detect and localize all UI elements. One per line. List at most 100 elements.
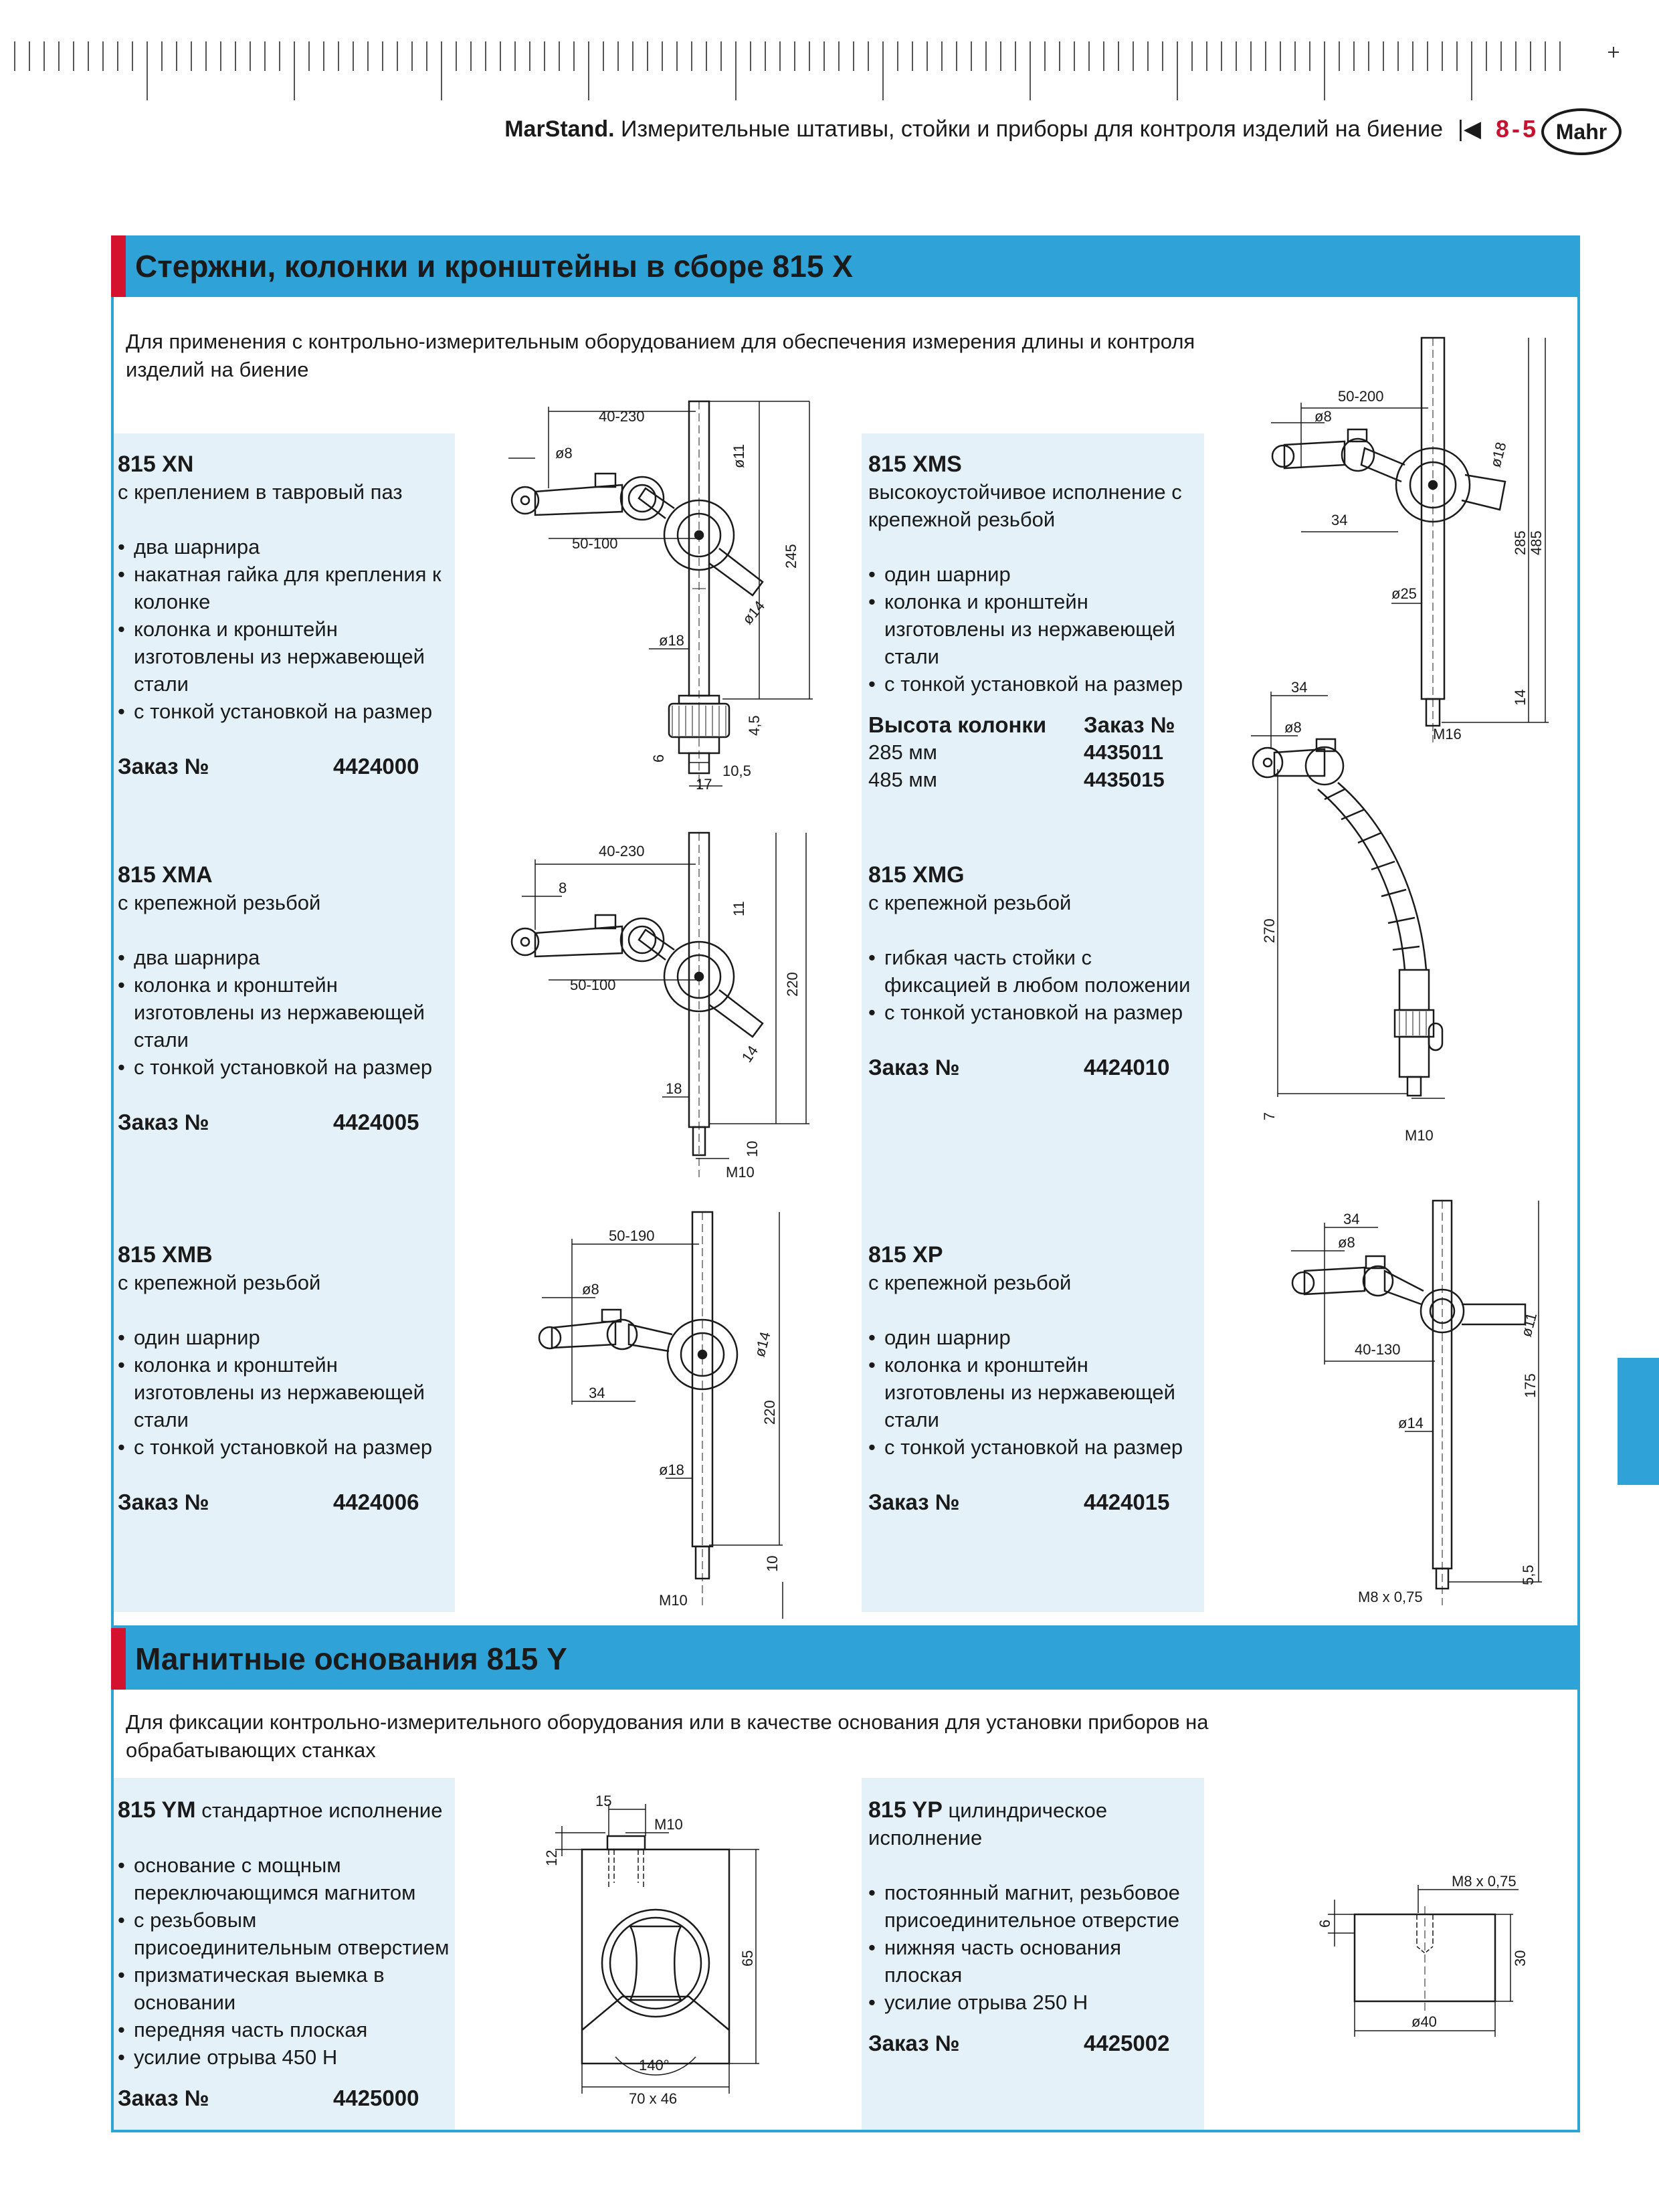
dim-label: 6	[650, 755, 667, 763]
dim-label: 34	[1291, 679, 1307, 696]
feature-item: нижняя часть основания плоская	[868, 1934, 1199, 1989]
dim-label: M10	[659, 1592, 688, 1609]
feature-item: два шарнира	[118, 944, 452, 971]
product-subtitle: стандартное исполнение	[201, 1799, 443, 1822]
dim-label: 485	[1528, 530, 1545, 555]
product-code: 815 XN	[118, 451, 194, 477]
section-intro: Для применения с контрольно-измерительны…	[126, 330, 1195, 381]
feature-list: один шарнир колонка и кронштейн изготовл…	[868, 1324, 1199, 1461]
dim-label: 14	[1512, 690, 1529, 706]
dim-label: 17	[696, 776, 712, 793]
dim-label: M8 x 0,75	[1452, 1873, 1517, 1890]
drawing-815-xp: 34 ø8 ø11 40-130 175 ø14 5,5 M8 x 0,75	[1291, 1199, 1542, 1605]
dim-label: 10	[764, 1556, 781, 1572]
product-code: 815 XMG	[868, 862, 965, 888]
feature-item: с тонкой установкой на размер	[868, 670, 1199, 698]
feature-item: основание с мощным переключающимся магни…	[118, 1851, 452, 1906]
page-header: MarStand. Измерительные штативы, стойки …	[504, 112, 1539, 146]
drawing-815-ym: 15 M10 12 65 140° 70 x 46	[543, 1793, 759, 2107]
order-number: 4424010	[1084, 1055, 1170, 1080]
feature-list: один шарнир колонка и кронштейн изготовл…	[868, 561, 1199, 698]
dim-label: 50-100	[572, 535, 618, 552]
dim-label: 34	[1331, 512, 1347, 528]
back-arrow-icon: |◀	[1457, 116, 1481, 142]
product-code: 815 XMB	[118, 1242, 213, 1268]
dim-label: 4,5	[746, 715, 763, 736]
product-subtitle: с крепежной резьбой	[868, 1271, 1072, 1294]
dim-label: 245	[783, 544, 799, 569]
order-number: 4425002	[1084, 2031, 1170, 2055]
product-subtitle: с креплением в тавровый паз	[118, 480, 403, 504]
dim-label: ø8	[1284, 719, 1302, 736]
dim-label: 220	[761, 1400, 778, 1425]
dim-label: 40-130	[1355, 1341, 1401, 1358]
feature-list: один шарнир колонка и кронштейн изготовл…	[118, 1324, 452, 1461]
dim-label: 270	[1261, 918, 1278, 943]
feature-item: постоянный магнит, резьбовое присоединит…	[868, 1879, 1199, 1934]
order-number: 4424006	[333, 1490, 419, 1514]
feature-item: два шарнира	[118, 533, 452, 561]
dim-label: M10	[726, 1164, 755, 1181]
dim-label: 220	[784, 972, 801, 997]
feature-item: гибкая часть стойки с фиксацией в любом …	[868, 944, 1199, 999]
dim-label: 5,5	[1520, 1565, 1537, 1585]
product-code: 815 XMA	[118, 862, 213, 888]
feature-item: с резьбовым присоединительным отверстием	[118, 1906, 452, 1961]
dim-label: ø8	[1314, 408, 1332, 425]
order-number: 4425000	[333, 2086, 419, 2110]
dim-label: 140°	[639, 2057, 670, 2074]
feature-item: с тонкой установкой на размер	[868, 999, 1199, 1026]
feature-item: усилие отрыва 450 Н	[118, 2043, 452, 2071]
chapter-tab	[1618, 1358, 1659, 1485]
feature-list: два шарнира накатная гайка для крепления…	[118, 533, 452, 725]
dim-label: 30	[1512, 1950, 1529, 1967]
dim-label: ø14	[739, 597, 769, 627]
dim-label: M8 x 0,75	[1358, 1589, 1423, 1605]
dim-label: 10	[744, 1141, 761, 1157]
feature-item: накатная гайка для крепления к колонке	[118, 561, 452, 615]
product-815-ym: 815 YM стандартное исполнение основание …	[118, 1797, 452, 2112]
dim-label: ø8	[1338, 1234, 1355, 1251]
dim-label: 10,5	[722, 763, 751, 779]
section-intro: Для фиксации контрольно-измерительного о…	[126, 1710, 1209, 1762]
drawing-815-yp: M8 x 0,75 6 30 ø40	[1316, 1873, 1529, 2037]
drawing-815-xms: 50-200 ø8 ø18 34 285 485 ø25 14 M16	[1271, 336, 1549, 742]
feature-item: один шарнир	[868, 561, 1199, 588]
dim-label: ø11	[730, 444, 747, 468]
drawing-815-xmb: 50-190 ø8 ø14 34 220 ø18 10 M10	[538, 1211, 783, 1619]
dim-label: 7	[1261, 1112, 1278, 1120]
feature-item: колонка и кронштейн изготовлены из нержа…	[118, 971, 452, 1053]
product-code: 815 YP	[868, 1797, 943, 1823]
mahr-logo: Mahr	[1541, 108, 1622, 155]
feature-item: передняя часть плоская	[118, 2016, 452, 2043]
product-code: 815 XMS	[868, 451, 962, 477]
product-815-xn: 815 XN с креплением в тавровый паз два ш…	[118, 451, 452, 780]
dim-label: 34	[1343, 1211, 1359, 1227]
feature-list: гибкая часть стойки с фиксацией в любом …	[868, 944, 1199, 1026]
feature-item: колонка и кронштейн изготовлены из нержа…	[118, 615, 452, 698]
dim-label: 285	[1512, 530, 1529, 555]
drawing-815-xma: 40-230 8 11 50-100 220 14 18 10 M10	[510, 831, 809, 1181]
dim-label: 15	[595, 1793, 611, 1809]
feature-item: один шарнир	[118, 1324, 452, 1351]
drawing-815-xn: 40-230 ø8 ø11 50-100 245 ø14 ø18 4,5 6 1…	[508, 400, 813, 793]
dim-label: 65	[739, 1950, 756, 1967]
feature-list: два шарнира колонка и кронштейн изготовл…	[118, 944, 452, 1081]
drawing-815-xmg: 34 ø8 270 7 M10	[1251, 679, 1445, 1144]
product-815-xms: 815 XMS высокоустойчивое исполнение с кр…	[868, 451, 1199, 793]
product-subtitle: с крепежной резьбой	[118, 891, 321, 914]
dim-label: M10	[1405, 1127, 1434, 1144]
dim-label: ø18	[1487, 440, 1510, 469]
order-number: 4424005	[333, 1110, 419, 1134]
dim-label: 18	[666, 1080, 682, 1097]
dim-label: 50-200	[1338, 388, 1384, 405]
dim-label: 34	[589, 1385, 605, 1401]
dim-label: 12	[543, 1850, 560, 1866]
